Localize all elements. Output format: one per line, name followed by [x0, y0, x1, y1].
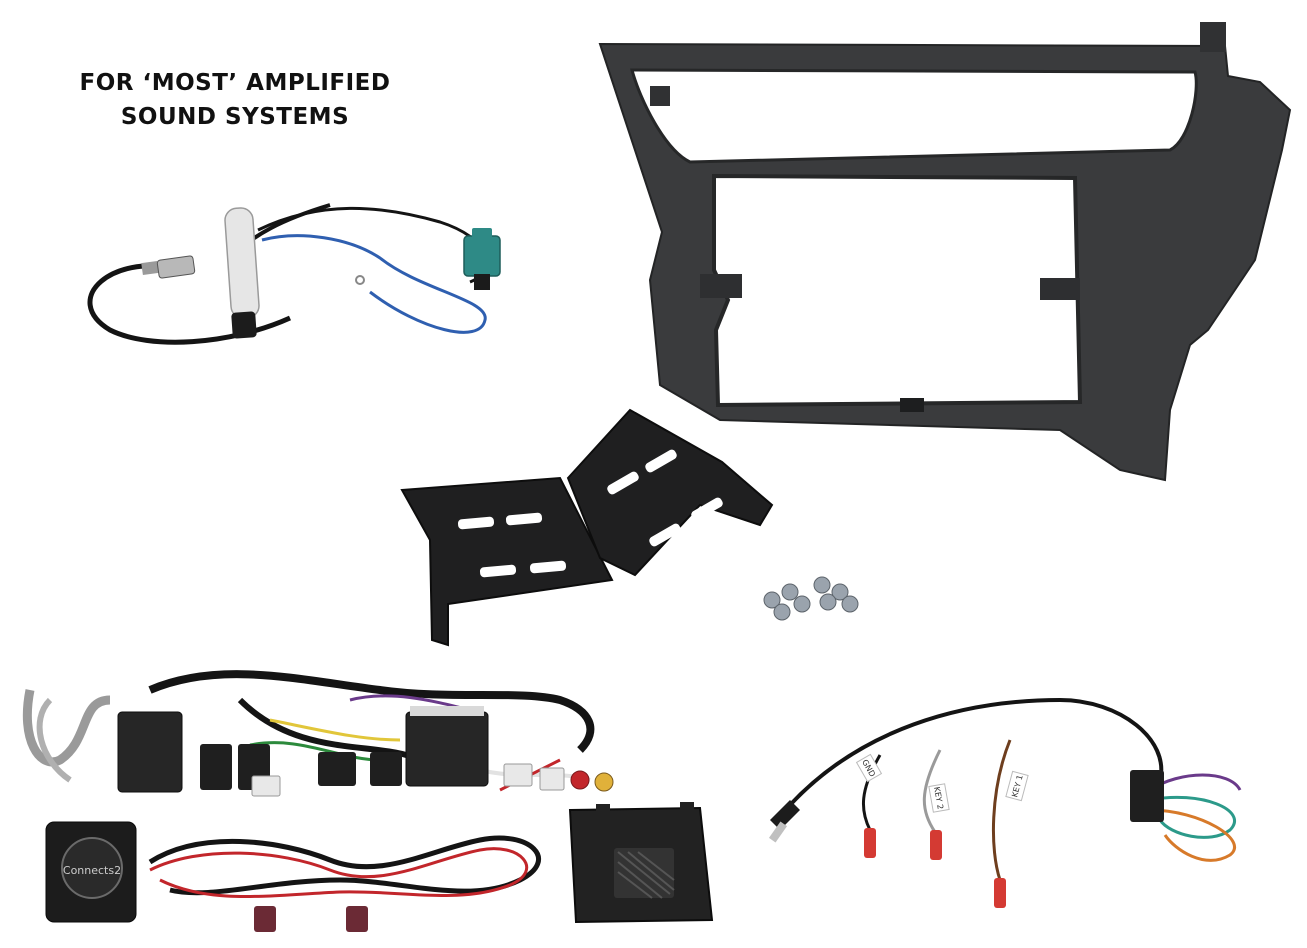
- antenna-cable-blue: [261, 234, 487, 334]
- screw: [781, 583, 799, 601]
- screw: [793, 595, 811, 613]
- fakra-connector-maroon-1: [254, 906, 276, 932]
- lead-orange-wire: [1149, 808, 1236, 862]
- fascia-side-tab: [650, 86, 670, 106]
- key1-label-tag: [1005, 770, 1029, 802]
- fascia-screen-opening: [712, 173, 1083, 408]
- interface-module: Connects2: [45, 821, 137, 923]
- power-booster-cylinder: [224, 207, 260, 319]
- harness-connector-3: [318, 752, 356, 786]
- screw: [813, 576, 831, 594]
- key2-label-text: KEY 2: [932, 786, 945, 810]
- antenna-adapter: [87, 203, 501, 345]
- bracket-left-slot-1: [457, 516, 495, 530]
- fakra-connector-teal: [463, 235, 501, 277]
- quadlock-label-strip: [410, 706, 484, 716]
- screws: [763, 576, 859, 621]
- booster-end-cap: [231, 311, 257, 339]
- module-logo-text: Connects2: [63, 864, 121, 877]
- loom-black-wire: [148, 835, 541, 896]
- receiver-tab-right: [680, 802, 694, 820]
- fakra-connector-latch: [472, 228, 492, 238]
- power-cable-loom: [148, 835, 541, 932]
- steering-control-lead: GND KEY 2 KEY 1: [768, 697, 1242, 908]
- key1-connector-red: [994, 878, 1006, 908]
- receiver-grille-lines: [617, 851, 675, 899]
- harness-black-bundle: [148, 670, 595, 753]
- quadlock-connector-2: [405, 711, 489, 787]
- screw: [763, 591, 781, 609]
- screw: [841, 595, 859, 613]
- ring-terminal: [355, 275, 365, 285]
- fascia-top-tab: [1200, 22, 1226, 52]
- fascia-clip-bottom: [900, 398, 924, 412]
- harness-yellow-wire: [269, 718, 401, 742]
- white-connector-1: [503, 763, 533, 787]
- quadlock-connector: [117, 711, 183, 793]
- lead-main-wire: [788, 697, 1164, 807]
- white-connector-2: [539, 767, 565, 791]
- antenna-cable-black: [87, 263, 292, 345]
- rca-plug-gold: [594, 772, 614, 792]
- gnd-connector-red: [864, 828, 876, 858]
- receiver-box: [568, 802, 714, 924]
- bracket-right-slot-1: [607, 471, 639, 495]
- fascia-upper-opening: [630, 68, 1198, 164]
- lead-key1-wire: [991, 739, 1012, 881]
- jack-plug-tip: [768, 821, 788, 843]
- bracket-left-slot-3: [479, 564, 517, 578]
- harness-connector-4: [370, 752, 402, 786]
- module-logo-ring: [61, 837, 123, 899]
- fakra-connector-tail: [474, 274, 490, 290]
- receiver-tab-left: [596, 804, 610, 822]
- fascia-clip-left: [700, 274, 742, 298]
- jack-plug-body: [770, 800, 800, 830]
- lead-teal-wire: [1149, 795, 1236, 839]
- caption-line-1: FOR ‘MOST’ AMPLIFIED: [79, 70, 391, 96]
- wiring-harness: [22, 670, 614, 797]
- harness-black-2: [237, 697, 422, 763]
- key2-label-tag: [928, 783, 950, 813]
- bracket-right-slot-4: [691, 497, 723, 521]
- screw: [831, 583, 849, 601]
- lead-connector-block: [1130, 770, 1164, 822]
- bracket-left-slot-2: [505, 512, 543, 526]
- screw: [819, 593, 837, 611]
- harness-grey-loop-2: [36, 697, 72, 783]
- kit-caption: FOR ‘MOST’ AMPLIFIED SOUND SYSTEMS: [60, 66, 410, 134]
- harness-green-wire: [249, 741, 381, 762]
- mounting-brackets: [400, 408, 774, 647]
- bracket-right-slot-2: [645, 449, 677, 473]
- bracket-right: [566, 408, 774, 577]
- din-plug-tip: [141, 260, 159, 276]
- lead-key2-wire: [922, 749, 942, 833]
- bracket-left-slot-4: [529, 560, 567, 574]
- key2-connector-red: [930, 830, 942, 860]
- white-connector-3: [251, 775, 281, 797]
- gnd-label-tag: [855, 753, 883, 783]
- loom-red-wire: [149, 847, 529, 898]
- din-plug-body: [156, 255, 196, 279]
- double-din-fascia: [598, 22, 1292, 482]
- bracket-right-slot-3: [649, 523, 681, 547]
- iso-connector-1: [200, 744, 232, 790]
- bracket-left: [400, 476, 614, 647]
- harness-grey-loop: [22, 689, 111, 767]
- rca-plug-red: [570, 770, 590, 790]
- fakra-connector-maroon-2: [346, 906, 368, 932]
- screw: [773, 603, 791, 621]
- caption-line-2: SOUND SYSTEMS: [120, 104, 350, 130]
- fascia-clip-right: [1040, 278, 1080, 300]
